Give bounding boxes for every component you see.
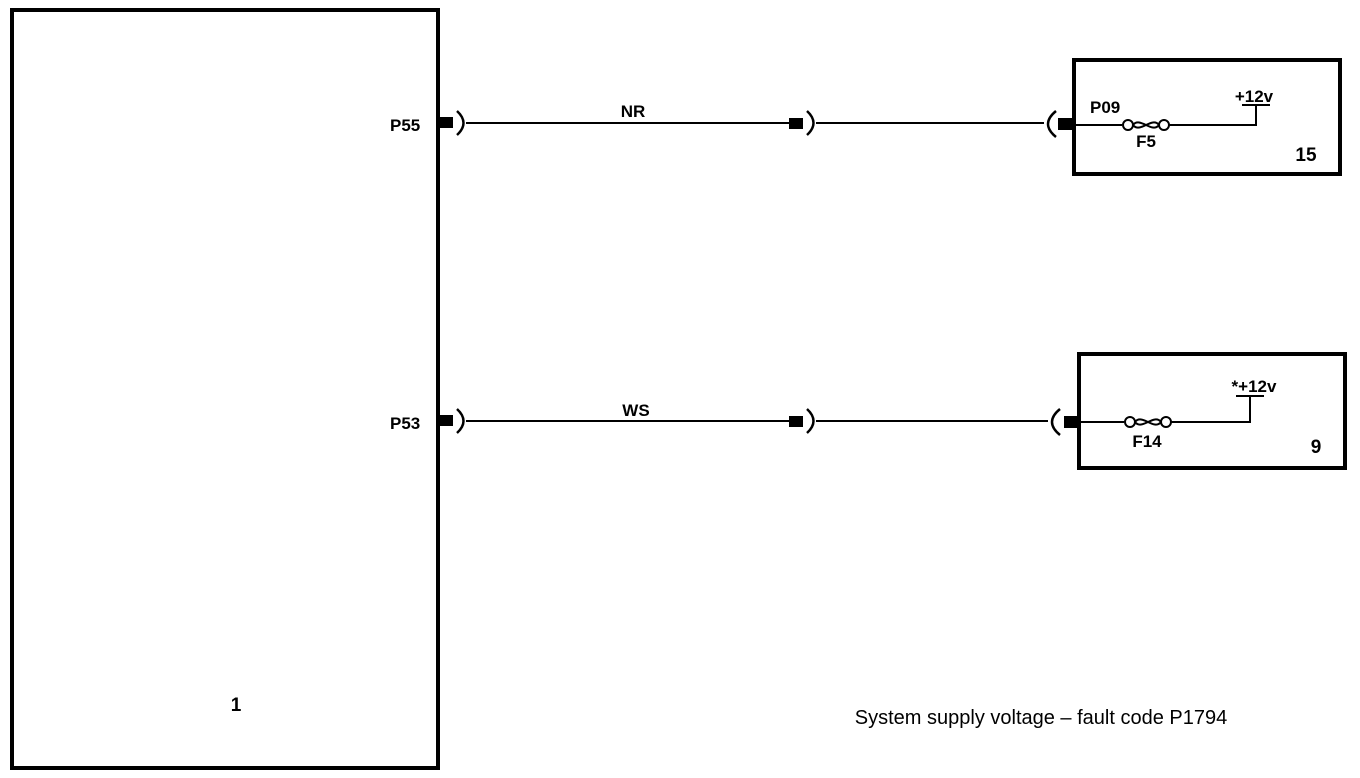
connector-socket-f14: [1050, 408, 1061, 436]
pin-label-p55: P55: [390, 116, 420, 135]
fuse-f14-symbol: [1124, 416, 1172, 428]
inline-connector-pin-nr: [789, 118, 803, 129]
connector-socket-p55: [456, 110, 465, 136]
wire-p55-circuit: P55 NR: [390, 102, 1074, 138]
component-9-number: 9: [1311, 437, 1322, 458]
pin-terminal-p53: [439, 415, 453, 426]
supply-label-f5: +12v: [1235, 87, 1274, 106]
diagram-caption: System supply voltage – fault code P1794: [855, 707, 1227, 729]
supply-wire-f14: [1171, 396, 1251, 423]
fuse-f5-symbol: [1122, 119, 1170, 131]
fuse-f5-label: F5: [1136, 132, 1156, 151]
pin-terminal-f14: [1064, 416, 1080, 428]
pin-terminal-p55: [439, 117, 453, 128]
component-1-box: [10, 8, 440, 770]
pin-label-p53: P53: [390, 414, 420, 433]
supply-wire-f5: [1169, 105, 1257, 126]
component-1-number: 1: [231, 695, 242, 716]
component-15-box: [1072, 58, 1342, 176]
inline-connector-pin-ws: [789, 416, 803, 427]
inline-connector-socket-nr: [806, 110, 815, 136]
supply-label-f14: *+12v: [1232, 377, 1277, 396]
connector-socket-p53: [456, 408, 465, 434]
connector-socket-p09: [1046, 110, 1057, 138]
component-15-number: 15: [1295, 145, 1317, 166]
pin-label-p09: P09: [1090, 98, 1120, 117]
wire-color-ws: WS: [622, 401, 649, 420]
wire-color-nr: NR: [621, 102, 646, 121]
pin-terminal-p09: [1058, 118, 1074, 130]
component-9-box: [1077, 352, 1347, 470]
fuse-f14-label: F14: [1132, 432, 1162, 451]
inline-connector-socket-ws: [806, 408, 815, 434]
wire-p53-circuit: P53 WS: [390, 401, 1080, 436]
